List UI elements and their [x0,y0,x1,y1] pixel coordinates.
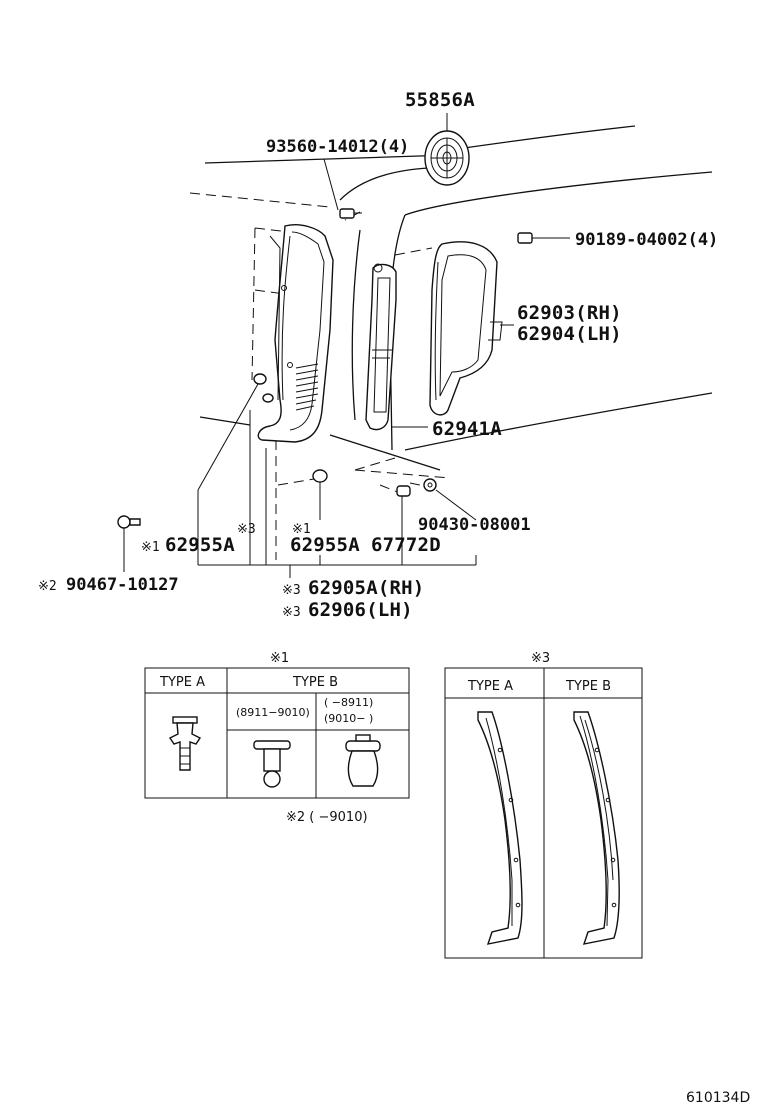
table1-range-2a: ( −8911) [324,696,373,709]
clip-type-b2-icon [345,734,381,787]
label-62903: 62903(RH) [517,302,622,324]
vent-duct-62903 [429,241,503,416]
table1-type-a: TYPE A [159,675,205,690]
table1-title: ※1 [270,651,289,666]
table3-title: ※3 [531,651,550,666]
label-67772d: 67772D [371,534,441,556]
table1-type-b: TYPE B [292,675,338,690]
table3-type-b: TYPE B [565,679,611,694]
leader-lines [123,113,570,578]
catalog-code: 610134D [686,1090,750,1106]
label-90430: 90430-08001 [418,515,531,535]
label-90189: 90189-04002(4) [575,230,718,250]
clip-62955a-center [312,469,328,483]
mark-3-a: ※3 [237,522,256,537]
table1-range-1: (8911−9010) [236,706,310,719]
label-62955a-1: 62955A [165,534,235,556]
clip-67772d [396,485,411,497]
mark-1-a: ※1 [141,540,160,555]
table-clip-types: ※1 TYPE A TYPE B (8911−9010) ( −8911) (9… [144,651,410,799]
clip-type-b1-icon [253,740,291,788]
table1-note: ※2 ( −9010) [286,810,368,825]
label-62955a-2: 62955A [290,534,360,556]
mark-3-c: ※3 [282,605,301,620]
grille-55856a [424,130,470,186]
table3-type-a: TYPE A [467,679,513,694]
clip-type-a-icon [168,716,202,771]
mark-2-a: ※2 [38,579,57,594]
table-trim-types: ※3 TYPE A TYPE B [444,651,643,959]
pillar-trim-left [257,224,334,443]
label-62905a: 62905A(RH) [308,577,424,599]
mark-1-b: ※1 [292,522,311,537]
clip-62955a-left [253,373,274,403]
trim-type-b-icon [573,711,620,945]
frame-62941a [365,263,397,431]
screw-93560 [339,208,362,219]
screw-90467 [117,515,141,529]
pillar-vent-slats [295,363,319,411]
label-62904: 62904(LH) [517,323,622,345]
label-62941a: 62941A [432,418,502,440]
washer-90430 [423,478,437,492]
label-55856a: 55856A [405,89,475,111]
label-90467: 90467-10127 [66,575,179,595]
screw-90189 [517,232,540,244]
label-93560: 93560-14012(4) [266,137,409,157]
trim-type-a-icon [477,711,523,945]
label-62906: 62906(LH) [308,599,413,621]
table1-range-2b: (9010− ) [324,712,373,725]
mark-3-b: ※3 [282,583,301,598]
